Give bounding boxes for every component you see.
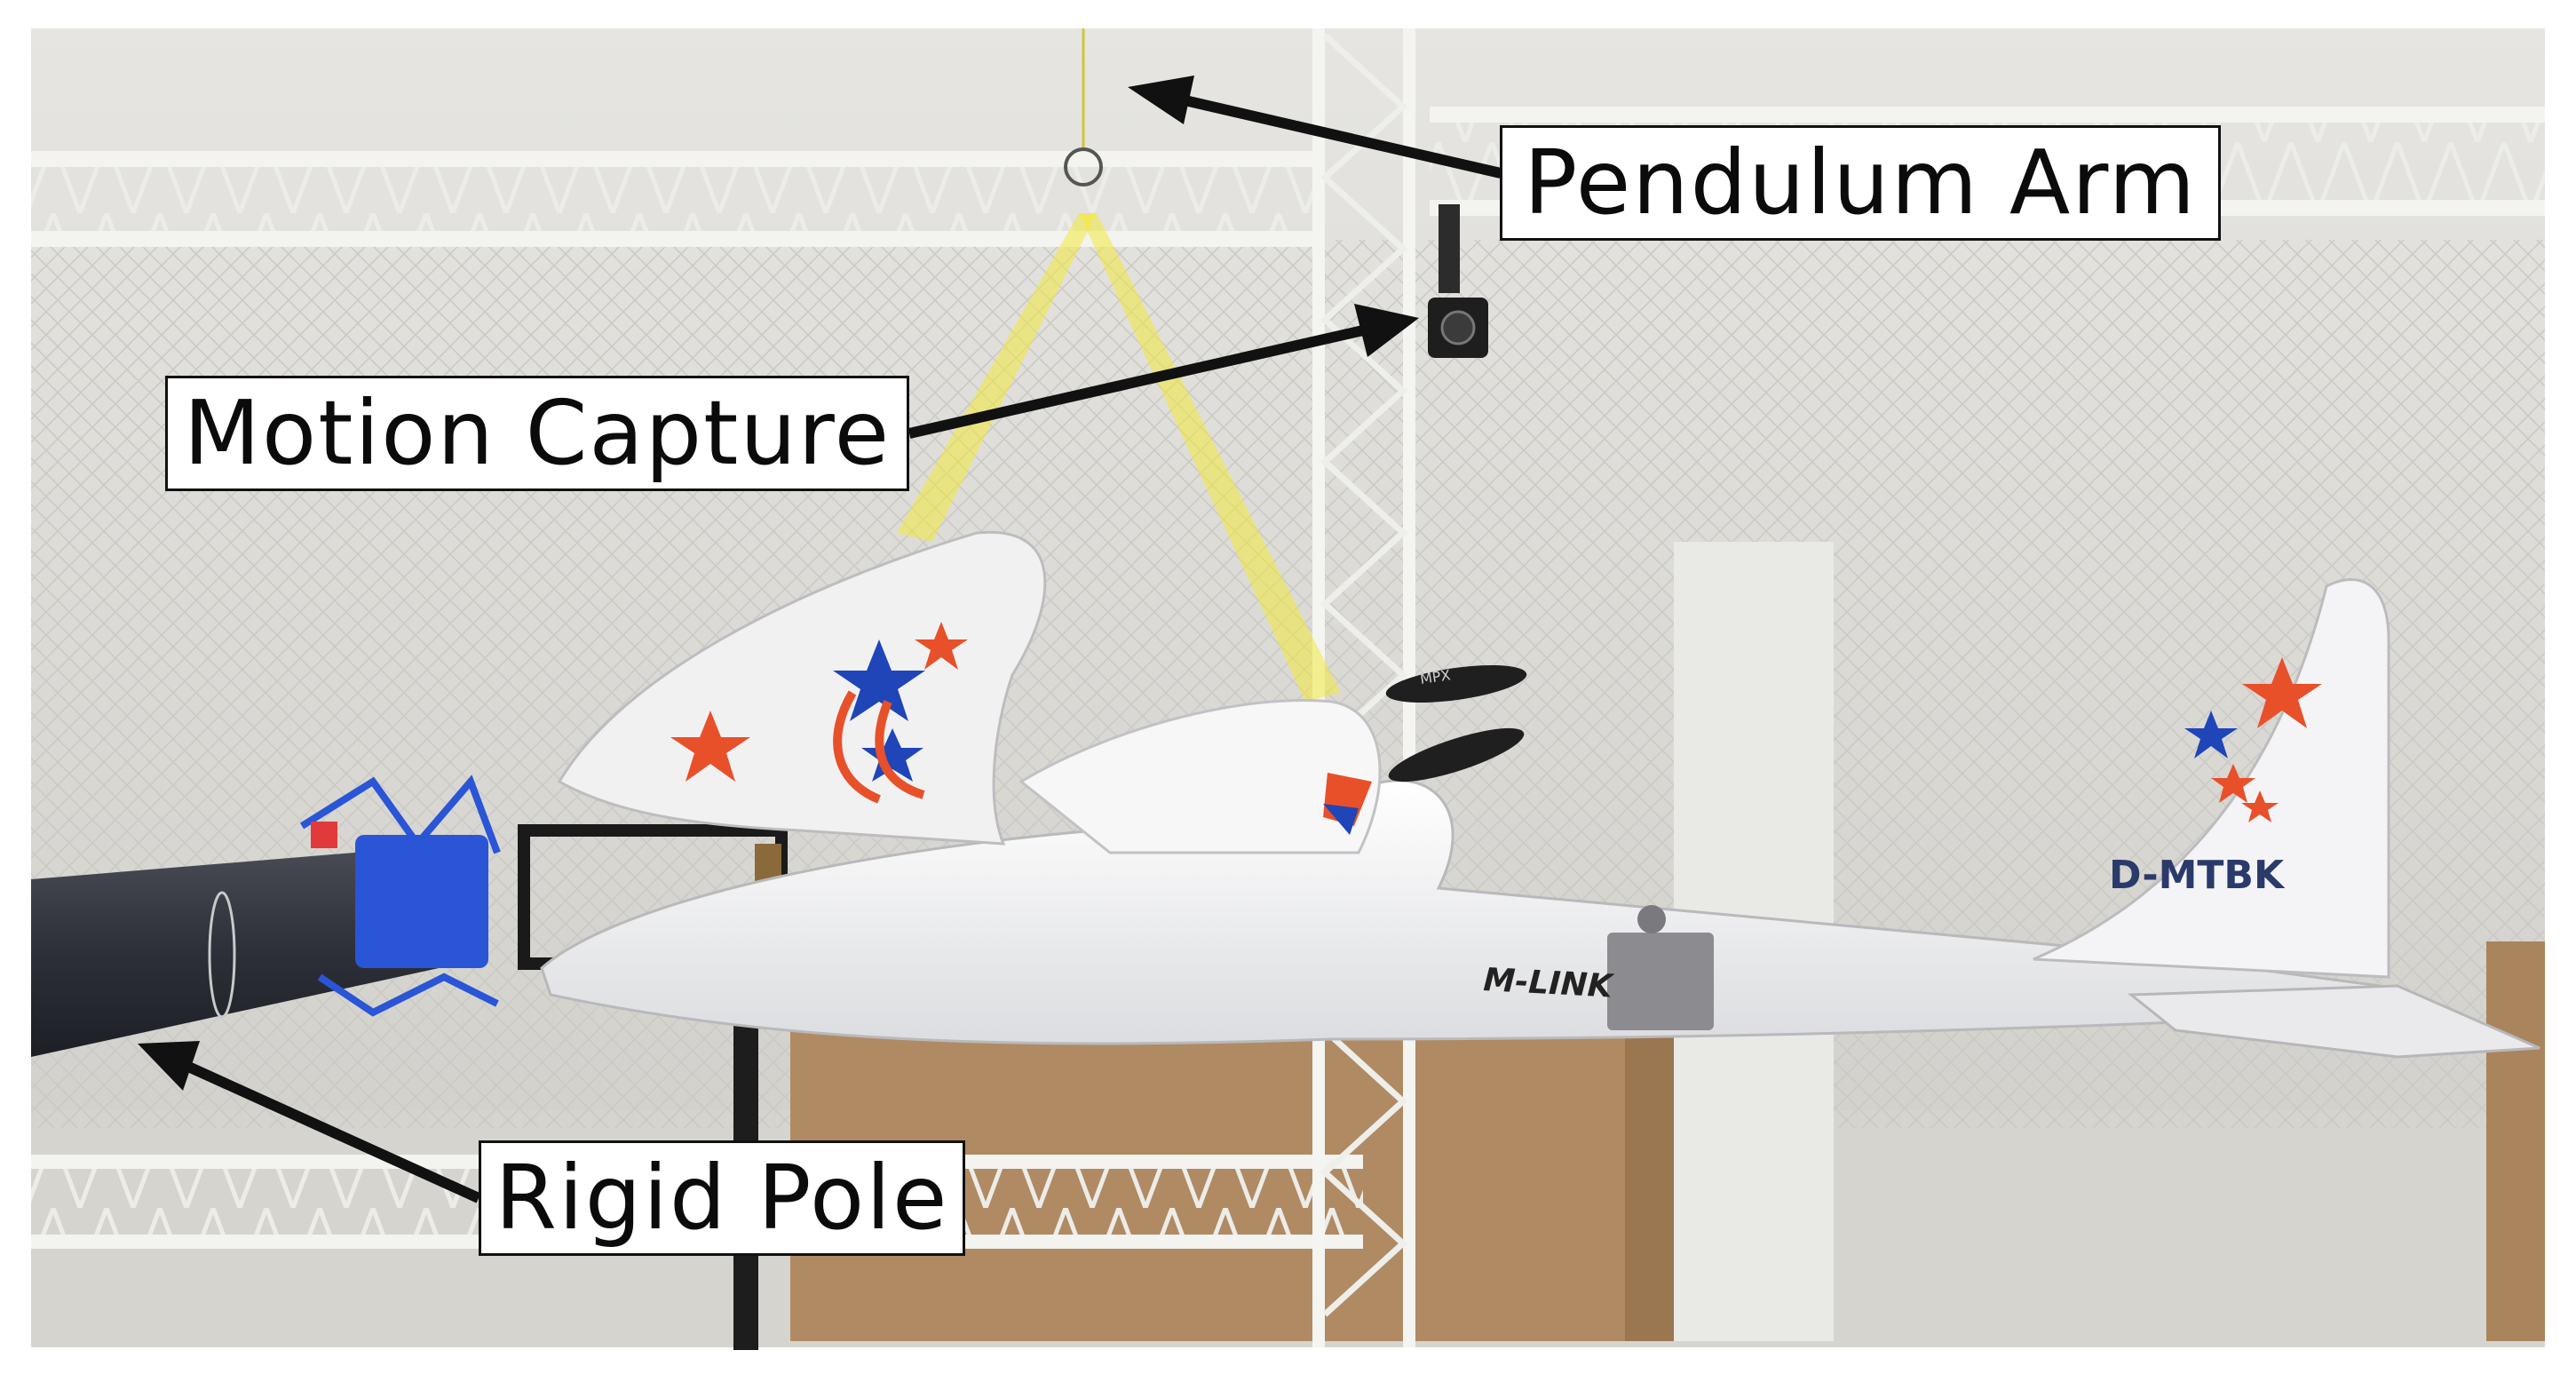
- nose-badge-marking: MPX: [1419, 666, 1452, 687]
- motion-capture-arrow: [908, 304, 1419, 439]
- rigid-pole-label: Rigid Pole: [479, 1140, 965, 1256]
- fuselage-band: [1607, 933, 1714, 1030]
- annotation-arrows: [138, 75, 1502, 1203]
- motion-capture-label: Motion Capture: [165, 376, 909, 491]
- registration-marking: D-MTBK: [2109, 853, 2286, 898]
- canopy: [1019, 698, 1382, 854]
- fuselage-marking: M-LINK: [1483, 962, 1616, 1005]
- fuselage: [540, 779, 2391, 1045]
- motion-capture-camera: [1428, 204, 1488, 358]
- pendulum-arm-arrow: [1128, 75, 1502, 179]
- tail-stars: [2184, 657, 2322, 822]
- blue-mount: [299, 774, 501, 1017]
- wing-stars: [670, 622, 968, 804]
- wing: [557, 530, 1047, 846]
- propeller-blade-bottom: [1388, 727, 1525, 782]
- pendulum-arm-label: Pendulum Arm: [1500, 125, 2221, 241]
- horizontal-stabilizer: [2127, 984, 2540, 1059]
- aircraft: [540, 530, 2540, 1059]
- pendulum-ring: [1064, 147, 1103, 187]
- pendulum-arm-highlight: [897, 213, 1097, 542]
- propeller-blade-top: [1385, 664, 1527, 703]
- cardboard-panel-right: [2486, 941, 2545, 1341]
- rigid-pole-arrow: [138, 1041, 481, 1203]
